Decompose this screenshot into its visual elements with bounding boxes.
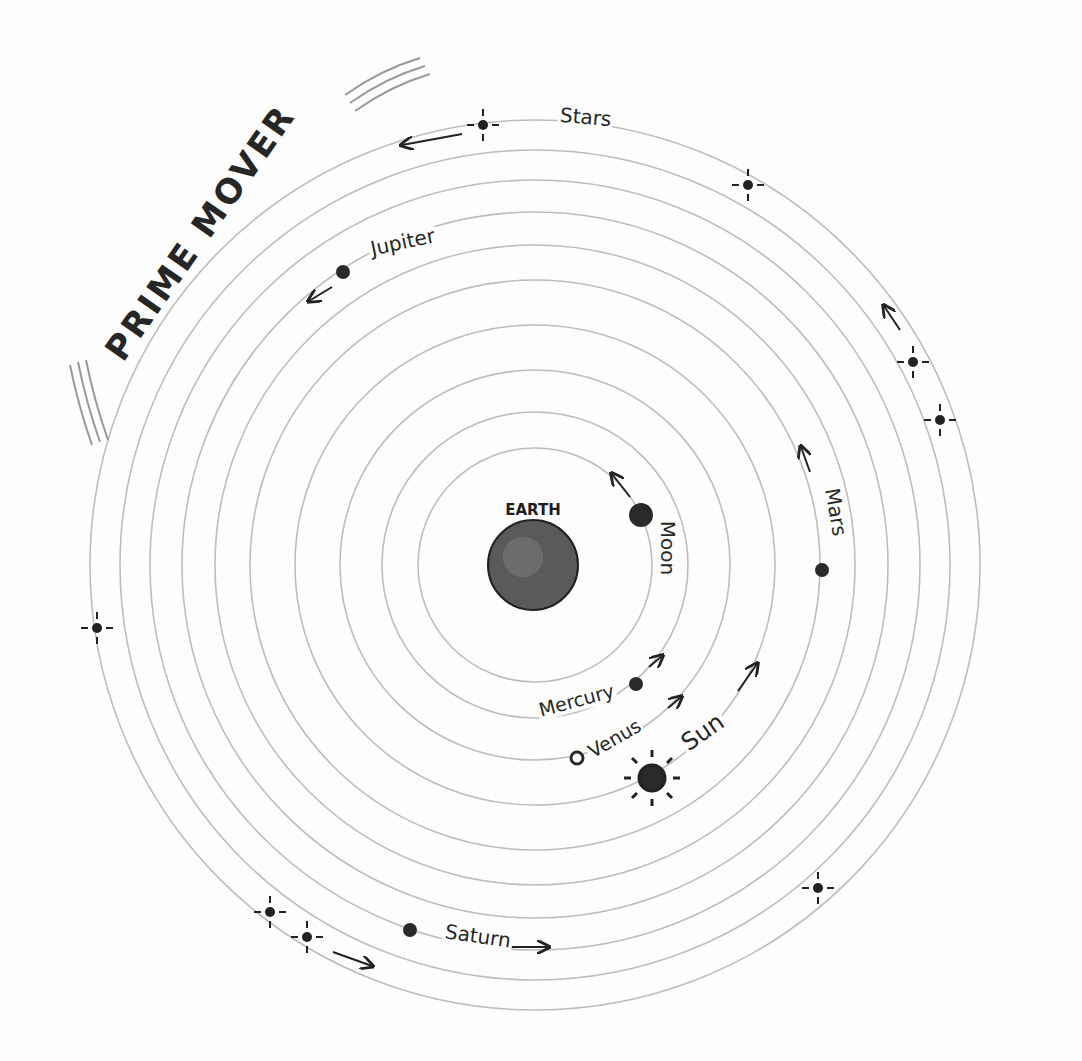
fixed-star (81, 612, 113, 644)
motion-arrow (738, 664, 757, 691)
motion-arrow (884, 306, 900, 330)
planet-bodie (815, 563, 829, 577)
motion-arrow (510, 946, 548, 948)
fixed-star (254, 896, 286, 928)
orbit-circle (90, 120, 980, 1010)
orbit-circle (120, 150, 950, 980)
sun-symbol (673, 777, 680, 780)
planet-bodie (629, 677, 643, 691)
orbit-circle (382, 412, 688, 718)
prime-mover-stroke (86, 360, 108, 440)
sun-symbol (667, 758, 672, 763)
earth-outline (486, 518, 580, 612)
motion-arrow (668, 697, 681, 708)
fixed-star (467, 109, 499, 141)
prime-mover-stroke (350, 66, 425, 103)
orbit-circle (215, 245, 855, 885)
planet-bodie (629, 503, 653, 527)
earth-label: EARTH (468, 502, 598, 519)
earth-disc (488, 520, 578, 610)
prime-mover-title: PRIME MOVER (97, 96, 304, 369)
orbit-circle (250, 280, 820, 850)
planet-label: Jupiter (366, 224, 438, 260)
planet-bodies (336, 265, 829, 937)
fixed-star (732, 169, 764, 201)
fixed-star (924, 404, 956, 436)
planet-label: Mercury (534, 679, 618, 720)
sun-symbol (632, 758, 637, 763)
motion-arrow (612, 474, 630, 497)
earth-body: EARTH (468, 502, 598, 613)
sun-symbol (651, 750, 654, 757)
motion-arrow (801, 447, 810, 472)
stars-label: Stars (557, 104, 614, 131)
motion-arrow (402, 134, 462, 145)
sun-symbol (651, 799, 654, 806)
earth-shading (503, 537, 544, 578)
planet-label: Saturn (442, 920, 514, 952)
fixed-star (897, 346, 929, 378)
orbit-circle (182, 212, 888, 918)
planet-bodie (571, 752, 583, 764)
planet-label: Venus (582, 714, 645, 763)
motion-arrow (309, 287, 332, 301)
orbit-circles (90, 120, 980, 1010)
orbit-circle (150, 180, 920, 950)
prime-mover-stroke (345, 58, 420, 95)
orbit-circle (295, 325, 775, 805)
orbit-circle (340, 370, 730, 760)
motion-arrow (649, 656, 662, 667)
fixed-star (802, 872, 834, 904)
motion-arrow (333, 952, 372, 966)
fixed-star (291, 921, 323, 953)
orbit-circle (418, 448, 652, 682)
sun-symbol (624, 750, 680, 806)
sun-symbol (667, 793, 672, 798)
sun-symbol (632, 793, 637, 798)
planet-bodie (403, 923, 417, 937)
sun-symbol (639, 765, 665, 791)
prime-mover-stroke (355, 74, 430, 111)
planet-label: Moon (657, 519, 679, 577)
motion-arrows (309, 134, 900, 966)
planet-bodie (336, 265, 350, 279)
sun-symbol (624, 777, 631, 780)
